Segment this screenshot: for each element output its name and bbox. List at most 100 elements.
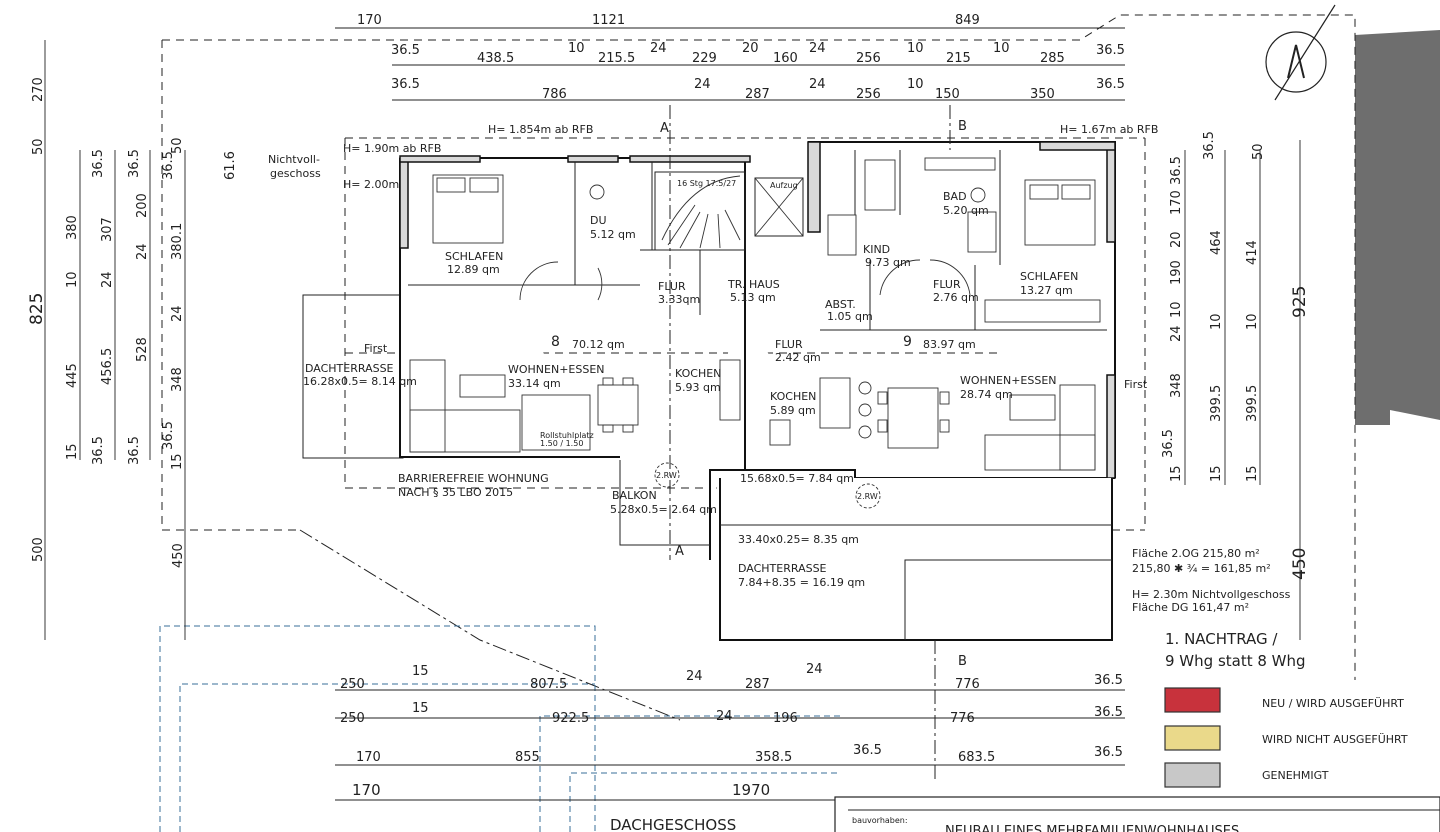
dim-text: 1121	[592, 13, 625, 28]
dim-text: 170	[357, 13, 382, 28]
rw-label: 2.RW	[656, 471, 677, 480]
revision-line: 9 Whg statt 8 Whg	[1165, 652, 1306, 670]
dim-text: 170	[352, 781, 381, 799]
terrace-name: DACHTERRASSE	[738, 562, 827, 575]
stair-lift	[654, 171, 804, 251]
dim-text: 150	[935, 87, 960, 102]
dim-text: 10	[1209, 313, 1224, 330]
dim-text: 807.5	[530, 677, 567, 692]
dim-text: 399.5	[1209, 385, 1224, 422]
section-a-bottom: A	[675, 544, 684, 559]
dim-text: 215	[946, 51, 971, 66]
area-summary: Fläche 2.OG 215,80 m² 215,80 ✱ ¾ = 161,8…	[1132, 547, 1291, 614]
terrace-calc: 7.84+8.35 = 16.19 qm	[738, 576, 865, 589]
dim-text: 10	[907, 41, 924, 56]
dim-text: 36.5	[1161, 429, 1176, 458]
room-area: 9.73 qm	[865, 256, 911, 269]
unit-area: 70.12 qm	[572, 338, 625, 351]
dim-text: 464	[1209, 230, 1224, 255]
dim-text: 24	[694, 77, 711, 92]
dim-text: 1970	[732, 781, 770, 799]
dim-text: 15	[170, 453, 185, 470]
dim-text: 15	[1245, 465, 1260, 482]
area-line: 215,80 ✱ ¾ = 161,85 m²	[1132, 562, 1271, 575]
room-area: 1.05 qm	[827, 310, 873, 323]
dim-text: 358.5	[755, 750, 792, 765]
dim-text: 683.5	[958, 750, 995, 765]
dim-text: 36.5	[91, 436, 106, 465]
furniture	[409, 157, 1101, 471]
room-name: KIND	[863, 243, 890, 256]
room-name: FLUR	[658, 280, 686, 293]
dim-text: 348	[1169, 373, 1184, 398]
legend-label: WIRD NICHT AUSGEFÜHRT	[1262, 733, 1408, 746]
project-name: NEUBAU EINES MEHRFAMILIENWOHNHAUSES	[945, 824, 1239, 832]
dim-text: 287	[745, 87, 770, 102]
dim-text: 170	[356, 750, 381, 765]
height-notes: H= 1.854m ab RFB H= 1.67m ab RFB H= 1.90…	[268, 123, 1158, 391]
dim-text: 438.5	[477, 51, 514, 66]
revision-note: 1. NACHTRAG / 9 Whg statt 8 Whg	[1165, 630, 1306, 670]
dim-text: 36.5	[91, 149, 106, 178]
legend-label: GENEHMIGT	[1262, 769, 1329, 782]
dim-text: 825	[27, 293, 47, 325]
lift-label: Aufzug	[770, 181, 798, 190]
dim-text: 456.5	[100, 348, 115, 385]
room-area: 2.42 qm	[775, 351, 821, 364]
room-name: BAD	[943, 190, 967, 203]
dim-text: 50	[170, 137, 185, 154]
dim-text: 10	[65, 271, 80, 288]
room-labels: SCHLAFEN 12.89 qm DU 5.12 qm FLUR 3.33qm…	[445, 190, 1078, 417]
dim-text: 10	[568, 41, 585, 56]
dim-text: 528	[135, 337, 150, 362]
dim-text: 24	[1169, 325, 1184, 342]
section-a-top: A	[660, 121, 669, 136]
dims-right: 36.5 170 20 190 10 24 348 36.5 15 36.5 4…	[1161, 131, 1310, 580]
unit-number: 8	[551, 334, 560, 350]
room-name: WOHNEN+ESSEN	[960, 374, 1057, 387]
terrace-calc: 16.28x0.5= 8.14 qm	[303, 375, 417, 388]
wheelchair-label: Rollstuhlplatz	[540, 431, 594, 440]
dim-text: 36.5	[853, 743, 882, 758]
title-block: DACHGESCHOSS bauvorhaben: NEUBAU EINES M…	[610, 796, 1440, 832]
dim-text: 925	[1290, 286, 1310, 318]
dim-text: 24	[716, 709, 733, 724]
dimension-lines	[44, 27, 1301, 801]
dim-text: 414	[1245, 240, 1260, 265]
room-name: KOCHEN	[770, 390, 816, 403]
dim-text: 855	[515, 750, 540, 765]
room-name: WOHNEN+ESSEN	[508, 363, 605, 376]
room-area: 5.93 qm	[675, 381, 721, 394]
dim-text: 36.5	[1094, 673, 1123, 688]
unit-area: 83.97 qm	[923, 338, 976, 351]
wheelchair-label: 1.50 / 1.50	[540, 439, 583, 448]
dim-text: 229	[692, 51, 717, 66]
room-area: 5.20 qm	[943, 204, 989, 217]
area-line: Fläche DG 161,47 m²	[1132, 601, 1249, 614]
balkon-calc: 5.28x0.5= 2.64 qm	[610, 503, 717, 516]
dim-text: 250	[340, 677, 365, 692]
rw-label: 2.RW	[857, 492, 878, 501]
room-area: 2.76 qm	[933, 291, 979, 304]
barrier-free-note: NACH § 35 LBO 2015	[398, 486, 513, 499]
neighbour-building	[1355, 30, 1440, 425]
dim-text: 10	[907, 77, 924, 92]
dim-text: 24	[806, 662, 823, 677]
section-b-bottom: B	[958, 654, 967, 669]
terrace-calc: 33.40x0.25= 8.35 qm	[738, 533, 859, 546]
dim-text: 36.5	[1096, 77, 1125, 92]
dim-text: 36.5	[1094, 705, 1123, 720]
height-note: H= 1.67m ab RFB	[1060, 123, 1158, 136]
dim-text: 20	[742, 41, 759, 56]
dim-text: 24	[809, 41, 826, 56]
room-area: 12.89 qm	[447, 263, 500, 276]
dim-text: 36.5	[127, 149, 142, 178]
dims-bottom: 250 15 807.5 24 287 24 776 36.5 250 15 9…	[340, 662, 1123, 799]
dim-text: 36.5	[1096, 43, 1125, 58]
unit-labels: 8 70.12 qm 9 83.97 qm BARRIEREFREIE WOHN…	[398, 334, 976, 499]
dim-text: 24	[170, 305, 185, 322]
dim-text: 15	[412, 701, 429, 716]
height-note: geschoss	[270, 167, 321, 180]
dim-text: 36.5	[1202, 131, 1217, 160]
room-area: 5.12 qm	[590, 228, 636, 241]
